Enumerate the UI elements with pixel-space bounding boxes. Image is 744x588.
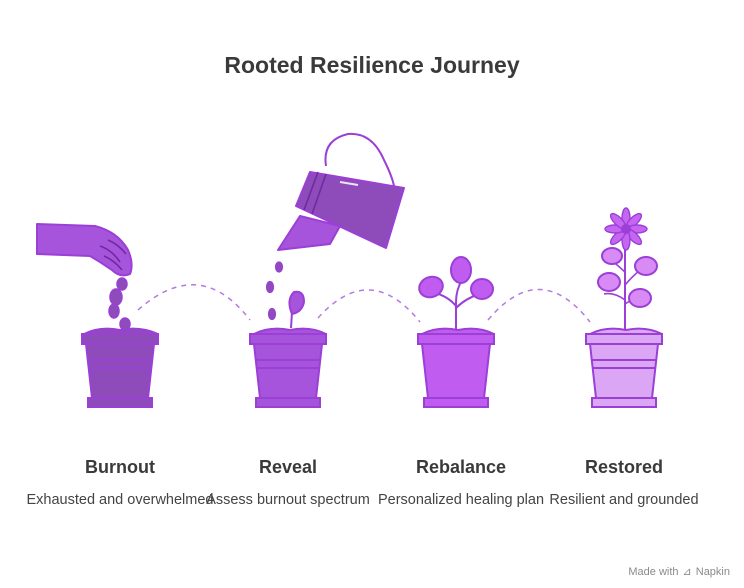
pot-burnout — [81, 327, 159, 408]
seedling-icon — [288, 290, 306, 329]
stage-label-reveal: Reveal — [258, 457, 318, 477]
stage-desc-reveal: Assess burnout spectrum — [206, 492, 370, 508]
connector-3 — [487, 288, 591, 323]
stage-label-burnout: Burnout — [85, 457, 155, 477]
watermark-brand: Napkin — [695, 565, 730, 578]
watermark-text: Made with — [628, 565, 679, 578]
flowering-plant-icon — [597, 207, 658, 330]
connector-1 — [137, 284, 251, 321]
watering-can-icon — [265, 132, 405, 321]
journey-illustration — [36, 132, 663, 408]
stage-label-rebalance: Rebalance — [415, 457, 507, 477]
stage-label-restored: Restored — [584, 457, 664, 477]
sprouting-plant-icon — [418, 256, 494, 330]
pot-rebalance — [417, 327, 495, 408]
stage-desc-burnout: Exhausted and overwhelmed — [26, 492, 214, 508]
pot-restored — [585, 327, 663, 408]
hand-dropping-seeds-icon — [36, 223, 133, 331]
napkin-logo-icon: ⊿ — [682, 566, 692, 578]
connector-2 — [317, 289, 421, 323]
pot-reveal — [249, 327, 327, 408]
page-title: Rooted Resilience Journey — [224, 52, 520, 78]
stage-desc-rebalance: Personalized healing plan — [377, 492, 545, 508]
made-with-napkin-watermark[interactable]: Made with ⊿ Napkin — [628, 565, 730, 579]
stage-desc-restored: Resilient and grounded — [549, 492, 699, 508]
